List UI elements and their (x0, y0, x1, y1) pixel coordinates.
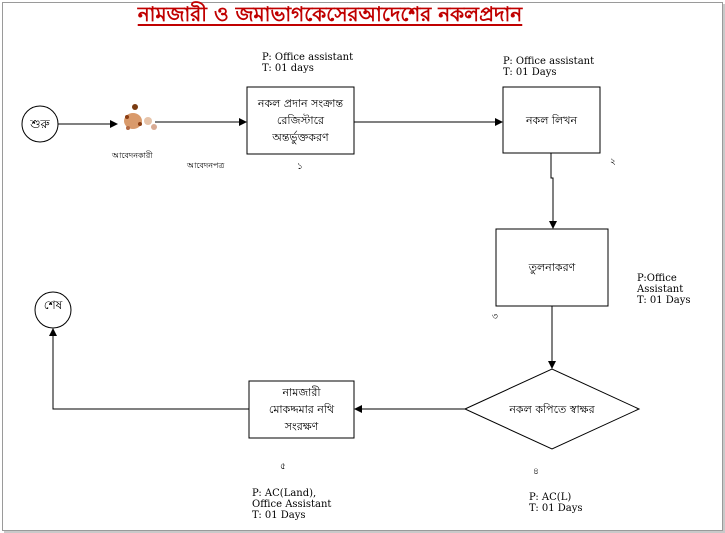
step1-label: নকল প্রদান সংক্রান্ত রেজিস্টারে অন্তর্ভু… (257, 97, 344, 144)
step2-meta: P: Office assistant T: 01 Days (503, 56, 595, 78)
step4-number: ৪ (533, 467, 539, 477)
step1-number: ১ (297, 162, 303, 172)
step5-number: ৫ (280, 462, 286, 472)
step2-label: নকল লিখন (525, 113, 578, 127)
arrow-step5-to-end (49, 328, 249, 410)
step1-meta: P: Office assistant T: 01 days (262, 52, 354, 74)
diagram-title: নামজারী ও জমাভাগকেসেরআদেশের নকলপ্রদান (137, 2, 523, 26)
step1-box (246, 86, 355, 155)
step4-meta: P: AC(L) T: 01 Days (529, 492, 583, 514)
start-node-label: শুরু (30, 116, 50, 131)
step4-diamond (463, 368, 641, 450)
application-label: আবেদনপত্র (187, 161, 225, 170)
step5-meta: P: AC(Land), Office Assistant T: 01 Days (252, 488, 332, 521)
step3-box (495, 228, 609, 307)
step2-number: ২ (610, 157, 616, 167)
step5-label: নামজারী মোকদ্দমার নথি সংরক্ষণ (268, 386, 335, 433)
applicant-label: আবেদনকারী (112, 151, 153, 160)
step4-label: নকল কপিতে স্বাক্ষর (509, 402, 595, 416)
arrow-step2-to-step3 (549, 153, 557, 229)
step3-label: তুলনাকরণ (528, 261, 576, 274)
end-node-label: শেষ (43, 297, 63, 312)
step2-box (502, 86, 601, 154)
applicant-person-icon (124, 104, 157, 130)
step3-number: ৩ (492, 312, 498, 322)
step3-meta: P:Office Assistant T: 01 Days (637, 273, 691, 306)
step5-box (248, 380, 355, 439)
